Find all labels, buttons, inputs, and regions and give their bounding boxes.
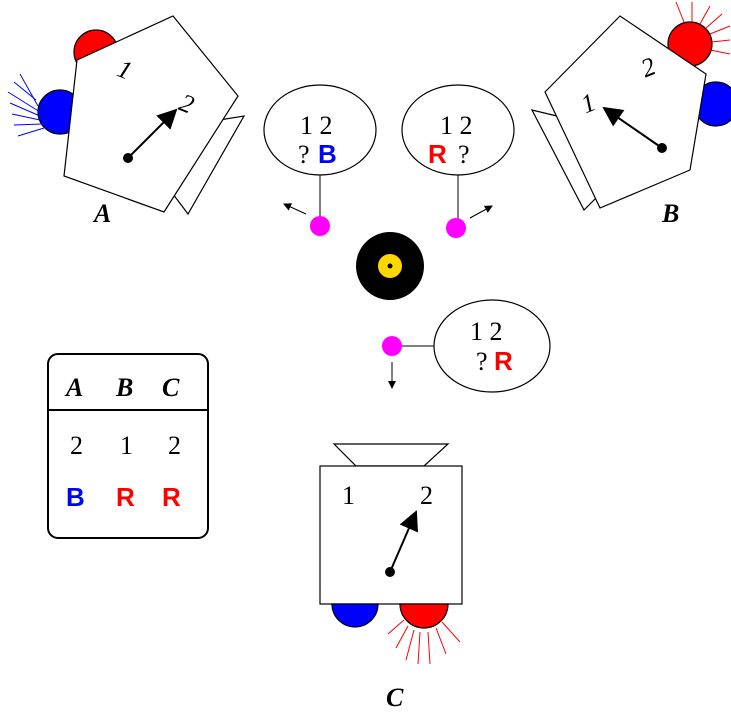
particle-b-arrow [469,205,493,219]
particle-b [446,218,466,238]
table-light-b: R [116,482,135,512]
device-c-dial-two: 2 [420,481,433,510]
device-b-red-rays [675,1,731,55]
device-c-red-rays [387,619,461,665]
bubble-c [433,299,551,393]
results-table-frame [47,353,209,539]
table-light-c: R [162,482,181,512]
bubble-a-answer: B [318,139,337,169]
device-c-needle [389,510,419,573]
device-c: 1 2 C [319,443,463,712]
device-a-blue-rays [7,73,45,137]
source-center-dot [387,263,393,269]
bubble-b-answer: R [428,139,447,169]
particle-a-arrow [283,203,307,215]
device-c-label: C [386,683,404,712]
device-c-blue-light [331,603,379,628]
device-b-label: B [661,199,679,228]
device-a: 1 2 A [7,15,246,228]
particle-to-b: 1 2 R ? [401,84,515,238]
particle-to-a: 1 2 ? B [263,84,377,236]
device-c-funnel [332,443,450,467]
device-a-pivot [123,153,133,163]
bubble-a-question: ? [298,140,310,169]
table-setting-b: 1 [120,431,133,460]
device-c-body [319,465,463,605]
table-setting-a: 2 [70,431,83,460]
bubble-a-nums: 1 2 [300,111,333,140]
device-b-pivot [657,143,667,153]
particle-source [356,232,424,300]
device-c-dial-one: 1 [342,481,355,510]
particle-to-c: 1 2 ? R [382,299,551,393]
device-c-pivot [385,567,395,577]
device-b-needle [602,106,663,149]
device-a-body [63,15,239,213]
bubble-b-nums: 1 2 [440,111,473,140]
device-b-body [544,15,707,209]
bubble-c-nums: 1 2 [470,317,503,346]
bubble-c-answer: R [494,346,513,376]
bubble-c-question: ? [476,347,488,376]
table-header-b: B [115,373,133,402]
device-a-needle [127,108,178,159]
table-header-a: A [64,373,83,402]
particle-c [382,336,402,356]
results-table: A B C 2 1 2 B R R [47,353,209,539]
bubble-b-question: ? [458,140,470,169]
device-c-red-light [399,603,449,629]
device-b: 1 2 B [530,1,731,228]
table-header-c: C [162,373,180,402]
table-light-a: B [66,482,85,512]
particle-a [310,216,330,236]
device-a-label: A [92,199,111,228]
table-setting-c: 2 [168,431,181,460]
